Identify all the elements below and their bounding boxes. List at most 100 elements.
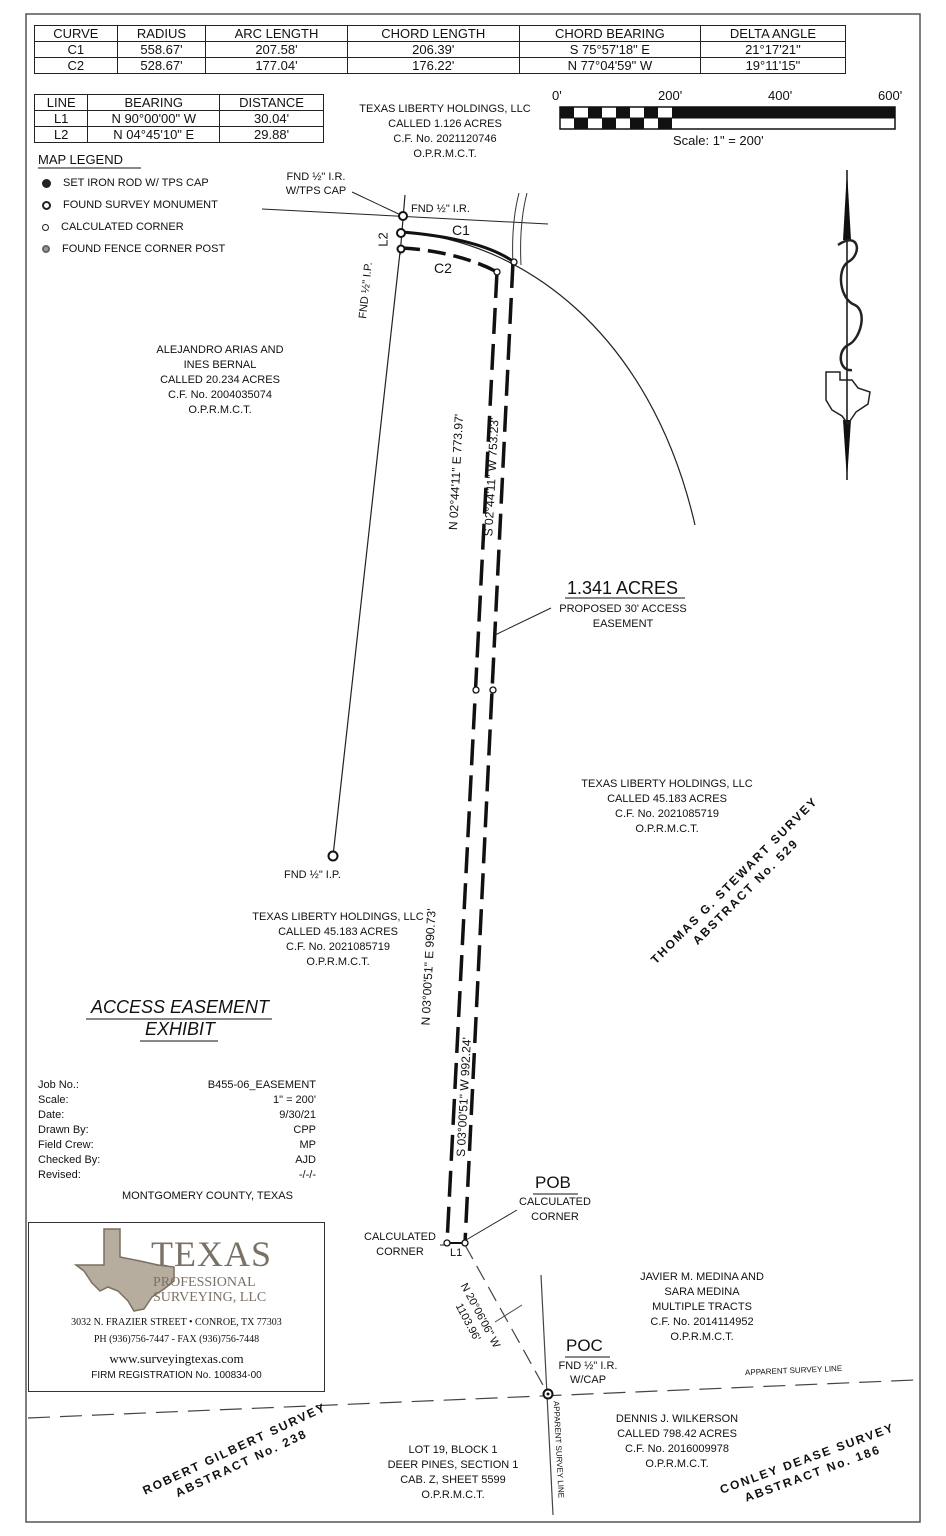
owner-line: C.F. No. 2004035074: [168, 389, 272, 401]
curve-table-header: ARC LENGTH: [205, 25, 348, 42]
legend-item-label: FOUND FENCE CORNER POST: [62, 243, 226, 255]
curve-table-header: CHORD LENGTH: [346, 25, 520, 42]
owner-line: C.F. No. 2021085719: [286, 941, 390, 953]
table-cell: L1: [33, 110, 89, 127]
owner-line: O.P.R.M.C.T.: [413, 148, 477, 160]
calculated-corner-icon: [42, 223, 49, 231]
label-line: PROPOSED 30' ACCESS: [559, 603, 687, 615]
table-cell: 207.58': [205, 41, 348, 58]
job-value: 1" = 200': [272, 1094, 316, 1106]
curve-table-header: CHORD BEARING: [518, 25, 701, 42]
label-line: W/CAP: [569, 1374, 607, 1386]
county-label: MONTGOMERY COUNTY, TEXAS: [122, 1190, 293, 1202]
table-cell: 558.67': [116, 41, 207, 58]
job-value: CPP: [293, 1124, 316, 1136]
easement-east-line: [463, 261, 515, 1244]
owner-line: O.P.R.M.C.T.: [188, 404, 252, 416]
owner-line: INES BERNAL: [183, 359, 257, 371]
legend-item: FOUND FENCE CORNER POST: [42, 238, 225, 260]
curve-c1: [401, 230, 515, 264]
title-line: ACCESS EASEMENT: [90, 997, 270, 1017]
table-cell: 528.67': [116, 57, 207, 74]
poc-sub-label: FND ½" I.R. W/CAP: [548, 1359, 628, 1387]
scale-tick-label: 400': [768, 88, 793, 103]
owner-line: TEXAS LIBERTY HOLDINGS, LLC: [252, 911, 424, 923]
company-website-link[interactable]: www.surveyingtexas.com: [109, 1351, 244, 1366]
legend-item-label: CALCULATED CORNER: [61, 221, 184, 233]
job-value: -/-/-: [298, 1169, 316, 1181]
job-label: Date:: [38, 1109, 65, 1121]
job-row: Revised: -/-/-: [38, 1168, 316, 1183]
owner-line: DENNIS J. WILKERSON: [615, 1413, 739, 1425]
table-cell: L2: [33, 126, 89, 143]
label-line: W/TPS CAP: [285, 185, 347, 197]
fence-post-icon: [42, 245, 50, 253]
line-table-header: DISTANCE: [219, 94, 324, 111]
job-label: Drawn By:: [38, 1124, 89, 1136]
owner-line: CAB. Z, SHEET 5599: [400, 1474, 506, 1486]
curve-c2: [401, 246, 498, 274]
label-line: FND ½" I.R.: [286, 171, 346, 183]
company-phone: PH (936)756-7447 - FAX (936)756-7448: [93, 1334, 260, 1345]
found-monument-icon: [42, 200, 51, 210]
owner-line: CALLED 1.126 ACRES: [388, 118, 502, 130]
table-cell: S 75°57'18" E: [518, 41, 701, 58]
easement-west-line: [445, 271, 499, 1244]
owner-line: CALLED 798.42 ACRES: [617, 1428, 737, 1440]
easement-label: PROPOSED 30' ACCESS EASEMENT: [548, 602, 698, 632]
owner-line: O.P.R.M.C.T.: [645, 1458, 709, 1470]
owner-line: SARA MEDINA: [664, 1286, 740, 1298]
scale-tick-label: 200': [658, 88, 683, 103]
table-cell: N 04°45'10" E: [87, 126, 221, 143]
calculated-corner-label: CALCULATED CORNER: [355, 1230, 445, 1260]
owner-arias: ALEJANDRO ARIAS AND INES BERNAL CALLED 2…: [120, 343, 320, 418]
table-cell: 177.04': [205, 57, 348, 74]
poc-label: POC: [566, 1336, 603, 1355]
line-l2-label: L2: [375, 232, 391, 247]
job-value: AJD: [295, 1154, 316, 1166]
line-table-header: BEARING: [87, 94, 221, 111]
label-line: CALCULATED: [364, 1231, 436, 1243]
curve-table-header: CURVE: [34, 25, 118, 42]
company-address: 3032 N. FRAZIER STREET • CONROE, TX 7730…: [71, 1317, 282, 1328]
job-label: Field Crew:: [38, 1139, 94, 1151]
table-cell: 19°11'15": [699, 57, 847, 74]
line-l1-label: L1: [450, 1247, 463, 1259]
job-label: Revised:: [38, 1169, 81, 1181]
legend-item-label: FOUND SURVEY MONUMENT: [63, 199, 218, 211]
table-cell: C2: [34, 57, 118, 74]
owner-line: O.P.R.M.C.T.: [421, 1489, 485, 1501]
legend-item: FOUND SURVEY MONUMENT: [42, 194, 225, 216]
job-value: 9/30/21: [279, 1109, 316, 1121]
company-firm-registration: FIRM REGISTRATION No. 100834-00: [91, 1370, 262, 1381]
acres-label: 1.341 ACRES: [567, 578, 679, 598]
job-row: Job No.:B455-06_EASEMENT: [38, 1078, 316, 1093]
owner-line: C.F. No. 2014114952: [650, 1316, 754, 1328]
label-line: FND ½" I.R.: [558, 1360, 618, 1372]
fnd-ip-label: FND ½" I.P.: [284, 869, 341, 881]
owner-line: TEXAS LIBERTY HOLDINGS, LLC: [581, 778, 753, 790]
curve-table: CURVE RADIUS ARC LENGTH CHORD LENGTH CHO…: [34, 25, 847, 74]
table-row: L1 N 90°00'00" W 30.04': [33, 110, 324, 127]
boundary-line-west: [332, 251, 401, 857]
curve-table-header: RADIUS: [116, 25, 207, 42]
label-line: SURVEYING, LLC: [153, 1290, 267, 1305]
job-row: Field Crew:MP: [38, 1138, 316, 1153]
scale-bar: [559, 106, 896, 130]
sheet-border: [25, 13, 921, 1523]
owner-line: DEER PINES, SECTION 1: [387, 1459, 519, 1471]
table-cell: C1: [34, 41, 118, 58]
fnd-ir-label: FND ½" I.R.: [411, 203, 470, 215]
pob-label: POB: [535, 1173, 571, 1192]
curve-table-header: DELTA ANGLE: [699, 25, 847, 42]
company-subname: PROFESSIONAL SURVEYING, LLC: [153, 1275, 266, 1305]
job-label: Scale:: [38, 1094, 69, 1106]
owner-line: TEXAS LIBERTY HOLDINGS, LLC: [359, 103, 531, 115]
table-cell: 30.04': [219, 110, 324, 127]
table-cell: 29.88': [219, 126, 324, 143]
line-table: LINE BEARING DISTANCE L1 N 90°00'00" W 3…: [33, 94, 324, 143]
owner-lot19: LOT 19, BLOCK 1 DEER PINES, SECTION 1 CA…: [353, 1443, 553, 1503]
job-info: Job No.:B455-06_EASEMENT Scale: 1" = 200'…: [38, 1078, 316, 1183]
owner-line: CALLED 45.183 ACRES: [607, 793, 727, 805]
